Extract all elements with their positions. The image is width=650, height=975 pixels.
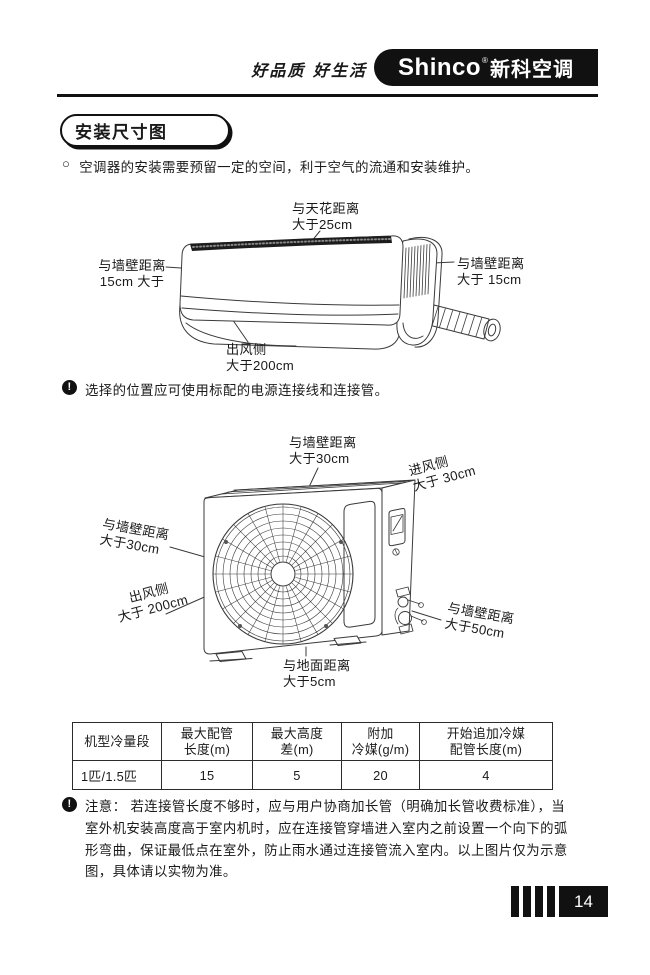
bar <box>523 886 531 917</box>
caution-text: 注意： 若连接管长度不够时，应与用户协商加长管（明确加长管收费标准），当 室外机… <box>85 796 568 883</box>
label-ground-clearance: 与地面距离 大于5cm <box>283 658 351 689</box>
page-number: 14 <box>559 886 608 917</box>
circle-bullet-icon: ○ <box>62 156 71 171</box>
header-cell-max-height-diff: 最大高度差(m) <box>252 722 342 761</box>
alert-icon: ! <box>62 797 77 812</box>
alert-icon: ! <box>62 380 77 395</box>
indoor-note-text: 选择的位置应可使用标配的电源连接线和连接管。 <box>85 383 389 398</box>
indoor-unit-drawing <box>165 230 501 350</box>
label-air-outlet-clearance: 出风侧 大于200cm <box>226 342 295 373</box>
label-left-wall-clearance: 与墙壁距离 15cm 大于 <box>98 258 166 289</box>
header-cell-extra-refrigerant: 附加冷媒(g/m) <box>341 722 420 761</box>
caution-line: 图，具体请以实物为准。 <box>85 864 237 880</box>
cell-model: 1匹/1.5匹 <box>72 760 162 790</box>
caution-note: ! 注意： 若连接管长度不够时，应与用户协商加长管（明确加长管收费标准），当 室… <box>62 796 568 883</box>
header-cell-model: 机型冷量段 <box>72 722 162 761</box>
registered-mark-icon: ® <box>482 56 488 65</box>
caution-line: 注意： 若连接管长度不够时，应与用户协商加长管（明确加长管收费标准），当 <box>85 799 566 814</box>
cell-max-height-diff: 5 <box>252 760 342 790</box>
header-cell-start-add-length: 开始追加冷媒配管长度(m) <box>419 722 553 761</box>
cell-extra-refrigerant: 20 <box>341 760 420 790</box>
bar <box>535 886 543 917</box>
caution-line: 室外机安装高度高于室内机时，应在连接管穿墙进入室内之前设置一个向下的弧 <box>85 820 568 836</box>
indoor-unit-diagram: 与天花距离 大于25cm 与墙壁距离 15cm 大于 与墙壁距离 大于 15cm… <box>0 195 650 390</box>
brand-banner: Shinco ® 新科空调 <box>374 49 598 86</box>
cell-max-pipe-length: 15 <box>161 760 253 790</box>
label-right-wall-clearance: 与墙壁距离 大于 15cm <box>457 256 525 287</box>
label-ceiling-clearance: 与天花距离 大于25cm <box>292 201 360 232</box>
outdoor-unit-drawing <box>165 467 442 662</box>
outdoor-unit-diagram: 与墙壁距离 大于30cm 进风侧 大于 30cm 与墙壁距离 大于30cm 出风… <box>0 428 650 700</box>
table-row: 1匹/1.5匹 15 5 20 4 <box>72 760 553 790</box>
brand-tagline: 好品质 好生活 <box>251 61 367 80</box>
brand-logo-text: Shinco <box>398 53 482 81</box>
header-cell-max-pipe-length: 最大配管长度(m) <box>161 722 253 761</box>
table-header-row: 机型冷量段 最大配管长度(m) 最大高度差(m) 附加冷媒(g/m) 开始追加冷… <box>72 722 553 761</box>
intro-line: ○ 空调器的安装需要预留一定的空间，利于空气的流通和安装维护。 <box>62 156 479 176</box>
indoor-note: ! 选择的位置应可使用标配的电源连接线和连接管。 <box>62 379 388 399</box>
page-title: 安装尺寸图 <box>60 114 230 147</box>
bar <box>547 886 555 917</box>
label-top-wall-clearance: 与墙壁距离 大于30cm <box>289 435 357 466</box>
caution-line: 形弯曲，保证最低点在室外，防止雨水通过连接管流入室内。以上图片仅为示意 <box>85 842 568 858</box>
intro-text: 空调器的安装需要预留一定的空间，利于空气的流通和安装维护。 <box>79 160 480 175</box>
brand-name-cn: 新科空调 <box>489 59 574 81</box>
bar <box>511 886 519 917</box>
header-divider <box>57 94 598 97</box>
pipe-spec-table: 机型冷量段 最大配管长度(m) 最大高度差(m) 附加冷媒(g/m) 开始追加冷… <box>72 722 553 790</box>
cell-start-add-length: 4 <box>419 760 553 790</box>
page-number-bars <box>511 886 555 917</box>
